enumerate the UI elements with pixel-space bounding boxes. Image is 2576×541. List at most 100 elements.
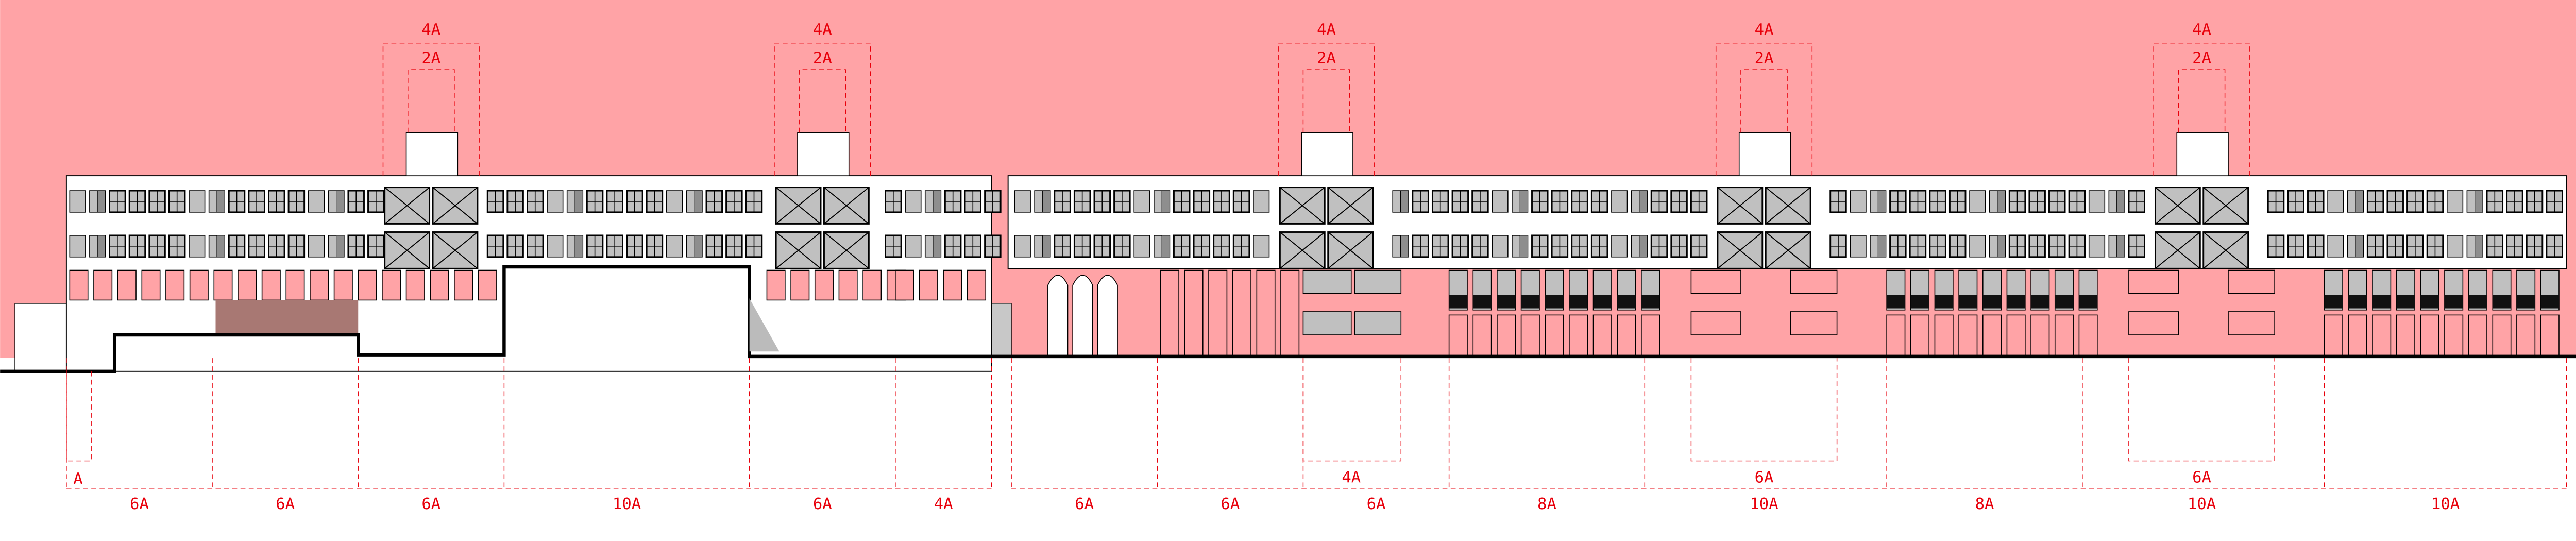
window <box>2108 235 2125 258</box>
window-mullion <box>1452 235 1468 257</box>
window <box>1850 190 1867 213</box>
window <box>268 234 285 258</box>
rooftop-dimension-2a <box>408 69 455 133</box>
window <box>527 234 544 258</box>
window-mullion <box>2407 235 2424 257</box>
pink-window <box>2372 314 2392 357</box>
window-mullion <box>2387 191 2403 212</box>
window-mullion <box>1233 191 1249 212</box>
window-mullion <box>149 235 165 257</box>
window-mullion <box>149 191 165 212</box>
pink-window <box>790 269 810 301</box>
window <box>148 234 166 258</box>
window <box>1512 190 1529 213</box>
pink-window <box>2128 311 2179 335</box>
window <box>1631 190 1648 213</box>
window <box>1690 269 1741 294</box>
vent-cross <box>432 187 478 225</box>
window <box>626 190 643 213</box>
window <box>1354 269 1402 294</box>
window <box>310 269 329 301</box>
window <box>2267 234 2285 258</box>
window-shade <box>1877 235 1887 258</box>
window-mullion <box>268 191 285 212</box>
window <box>1213 234 1230 258</box>
window <box>1934 314 1954 357</box>
window-shade <box>2355 190 2364 213</box>
window <box>790 269 810 301</box>
window-shade <box>694 190 703 213</box>
vent-cross <box>1279 231 1325 269</box>
window-mullion <box>1651 235 1667 257</box>
inner-dimension-label: 6A <box>1755 468 1774 486</box>
vent-cross <box>2155 231 2200 269</box>
bottom-dimension-label: 4A <box>934 495 953 513</box>
window-pane <box>1253 235 1270 258</box>
window-mullion <box>1532 191 1548 212</box>
window <box>2287 190 2304 213</box>
window <box>2546 190 2563 213</box>
pink-window <box>2492 314 2512 357</box>
window-pane <box>905 190 922 213</box>
window-mullion <box>289 191 304 212</box>
window-mullion <box>2029 235 2045 257</box>
window <box>1471 190 1489 213</box>
window-pane <box>69 235 86 258</box>
window-mullion <box>1950 235 1965 257</box>
window <box>1611 190 1628 213</box>
dimension-lines <box>66 42 2567 490</box>
window-pane <box>1014 190 1031 213</box>
window-mullion <box>1114 191 1130 212</box>
window-mullion <box>2427 191 2443 212</box>
window <box>984 190 1002 213</box>
pink-window <box>1690 311 1741 335</box>
window-mullion <box>1571 191 1588 212</box>
window-mullion <box>2308 235 2324 257</box>
window-mullion <box>746 191 762 212</box>
window-pane <box>1969 235 1986 258</box>
pink-window <box>1497 314 1516 357</box>
window <box>347 234 365 258</box>
window-mullion <box>1432 191 1449 212</box>
window <box>2347 235 2364 258</box>
window-mullion <box>129 191 145 212</box>
bottom-dimension-label: 10A <box>1750 495 1778 513</box>
window-mullion <box>1074 191 1090 212</box>
window-mullion <box>348 191 364 212</box>
pink-window <box>238 269 257 301</box>
pink-window <box>2054 314 2074 357</box>
window-pane <box>666 235 683 258</box>
window <box>1213 190 1230 213</box>
vent-cross <box>775 187 821 225</box>
window <box>1571 190 1588 213</box>
window <box>2526 190 2544 213</box>
rooftop-box <box>1738 132 1791 176</box>
window <box>89 235 106 258</box>
pink-window <box>382 269 401 301</box>
bottom-dimension-label: 10A <box>613 495 641 513</box>
bottom-dimension-label: 10A <box>2188 495 2216 513</box>
window <box>1492 235 1509 258</box>
window-mullion <box>964 235 981 257</box>
pink-window <box>1160 269 1179 357</box>
window <box>189 269 209 301</box>
window <box>287 190 306 213</box>
window <box>2327 235 2344 258</box>
window-mullion <box>2069 235 2085 257</box>
window-mullion <box>885 235 902 257</box>
window-pane <box>308 190 325 213</box>
window-mullion <box>1074 235 1090 257</box>
window <box>2348 314 2367 357</box>
window <box>1989 235 2006 258</box>
window <box>1133 190 1150 213</box>
window <box>1910 314 1929 357</box>
window <box>1982 314 2002 357</box>
window <box>208 190 225 213</box>
pink-window <box>430 269 449 301</box>
window-mullion <box>2029 191 2045 212</box>
window-mullion <box>1552 235 1568 257</box>
railing <box>2348 295 2367 309</box>
window-mullion <box>1114 235 1130 257</box>
window-mullion <box>2069 191 2085 212</box>
pink-window <box>1448 314 1468 357</box>
